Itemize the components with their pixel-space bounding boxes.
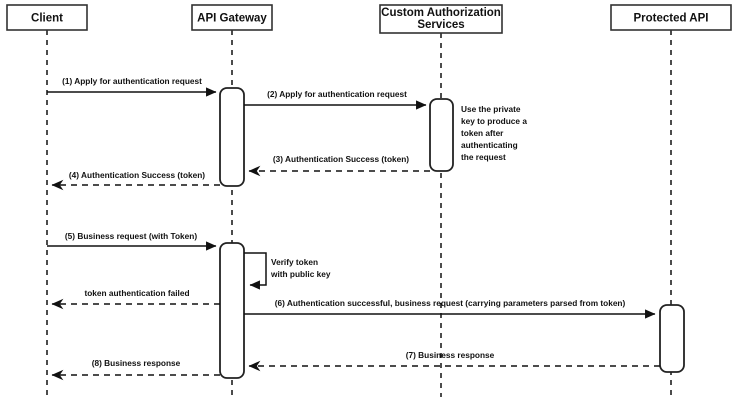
participant-client[interactable]: Client: [6, 4, 88, 31]
note-private-key-line-4: authenticating: [461, 140, 518, 150]
message-3[interactable]: (3) Authentication Success (token): [248, 154, 430, 177]
message-6-label: (6) Authentication successful, business …: [275, 298, 626, 308]
message-5[interactable]: (5) Business request (with Token): [47, 231, 217, 251]
message-3-label: (3) Authentication Success (token): [273, 154, 409, 164]
participant-label-custom-auth-line1: Custom Authorization: [381, 7, 501, 19]
message-8-label: (8) Business response: [92, 358, 181, 368]
participant-box-api-gateway[interactable]: [191, 4, 273, 31]
participant-label-protected-api: Protected API: [634, 13, 709, 25]
self-message-verify-token-line-1: Verify token: [271, 257, 318, 267]
note-private-key-line-3: token after: [461, 128, 504, 138]
activation-protected-api[interactable]: [659, 304, 685, 373]
message-7[interactable]: (7) Business response: [248, 350, 660, 372]
message-1[interactable]: (1) Apply for authentication request: [47, 76, 217, 97]
self-message-verify-token[interactable]: Verify token with public key: [244, 252, 331, 290]
participant-box-protected-api[interactable]: [610, 4, 732, 31]
participant-custom-auth[interactable]: Custom Authorization Services: [379, 4, 503, 34]
participant-box-custom-auth[interactable]: [379, 4, 503, 34]
message-token-authentication-failed[interactable]: token authentication failed: [51, 288, 220, 310]
activation-custom-auth[interactable]: [429, 98, 454, 172]
self-message-verify-token-line-2: with public key: [270, 269, 331, 279]
message-2[interactable]: (2) Apply for authentication request: [244, 89, 427, 110]
participant-api-gateway[interactable]: API Gateway: [191, 4, 273, 31]
note-private-key-line-1: Use the private: [461, 104, 521, 114]
message-2-label: (2) Apply for authentication request: [267, 89, 407, 99]
activation-api-gateway-auth[interactable]: [219, 87, 245, 187]
note-private-key-line-5: the request: [461, 152, 506, 162]
message-token-authentication-failed-label: token authentication failed: [84, 288, 189, 298]
participant-label-custom-auth-line2: Services: [417, 19, 464, 31]
participant-label-api-gateway: API Gateway: [197, 13, 267, 25]
participant-box-client[interactable]: [6, 4, 88, 31]
participant-label-client: Client: [31, 13, 63, 25]
message-6[interactable]: (6) Authentication successful, business …: [244, 298, 656, 319]
note-private-key: Use the private key to produce a token a…: [461, 104, 527, 162]
message-7-label: (7) Business response: [406, 350, 495, 360]
message-1-label: (1) Apply for authentication request: [62, 76, 202, 86]
activation-bars-group: [219, 87, 685, 379]
note-private-key-line-2: key to produce a: [461, 116, 527, 126]
message-4-label: (4) Authentication Success (token): [69, 170, 205, 180]
participant-protected-api[interactable]: Protected API: [610, 4, 732, 31]
self-message-verify-token-arrow: [244, 252, 267, 290]
message-4[interactable]: (4) Authentication Success (token): [51, 170, 220, 191]
message-8[interactable]: (8) Business response: [51, 358, 220, 381]
activation-api-gateway-business[interactable]: [219, 242, 245, 379]
message-5-label: (5) Business request (with Token): [65, 231, 197, 241]
